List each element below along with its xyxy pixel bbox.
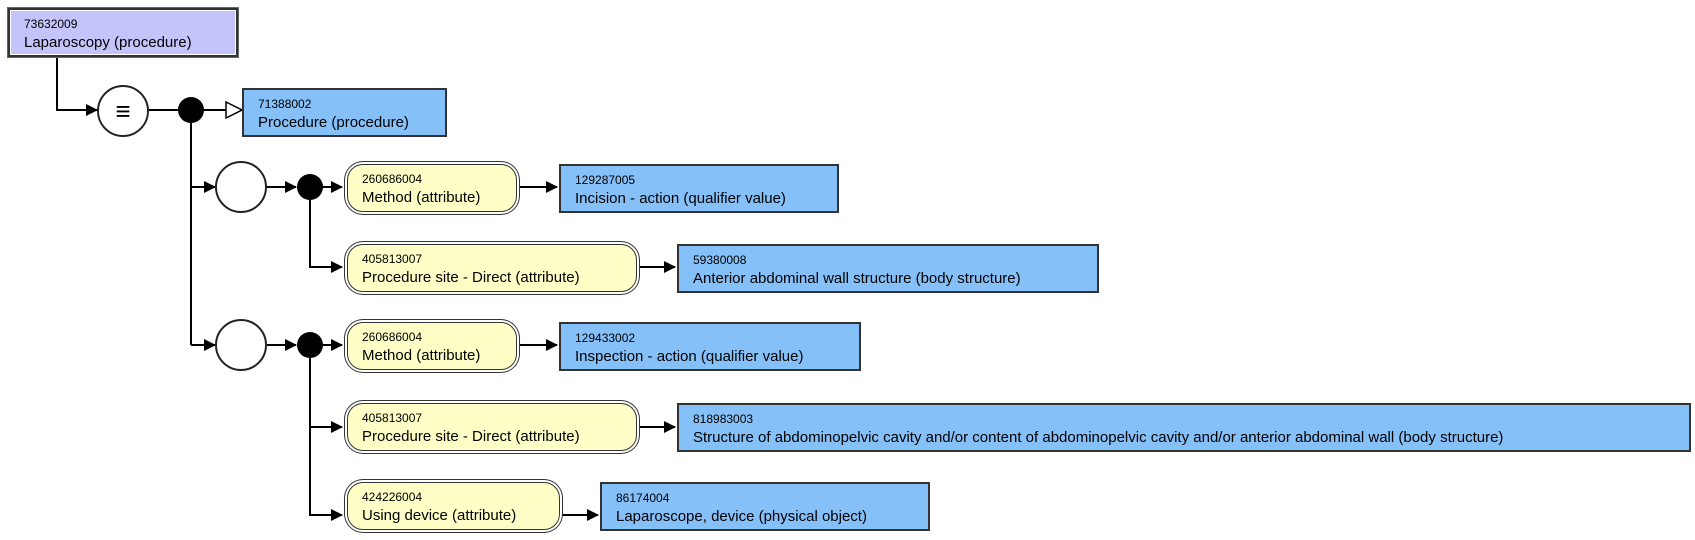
value-sctid: 818983003 — [693, 412, 754, 426]
g1-value-1-box[interactable]: 129287005 Incision - action (qualifier v… — [559, 164, 839, 213]
attribute-term: Procedure site - Direct (attribute) — [362, 428, 580, 445]
value-term: Anterior abdominal wall structure (body … — [693, 270, 1021, 287]
g2-attribute-3-box[interactable]: 424226004 Using device (attribute) — [347, 482, 560, 530]
attribute-term: Method (attribute) — [362, 347, 481, 364]
focus-concept-box[interactable]: 73632009 Laparoscopy (procedure) — [7, 7, 239, 58]
parent-concept-sctid: 71388002 — [258, 97, 312, 111]
parent-concept-term: Procedure (procedure) — [258, 114, 409, 131]
value-term: Structure of abdominopelvic cavity and/o… — [693, 429, 1504, 446]
value-sctid: 59380008 — [693, 253, 747, 267]
attribute-sctid: 260686004 — [362, 330, 423, 344]
focus-concept-term: Laparoscopy (procedure) — [24, 34, 192, 51]
value-sctid: 129433002 — [575, 331, 636, 345]
attribute-sctid: 405813007 — [362, 252, 423, 266]
g2-attribute-1-box[interactable]: 260686004 Method (attribute) — [347, 322, 517, 370]
attribute-sctid: 405813007 — [362, 411, 423, 425]
g1-value-2-box[interactable]: 59380008 Anterior abdominal wall structu… — [677, 244, 1099, 293]
attribute-term: Procedure site - Direct (attribute) — [362, 269, 580, 286]
g2-value-1-box[interactable]: 129433002 Inspection - action (qualifier… — [559, 322, 861, 371]
attribute-term: Using device (attribute) — [362, 507, 517, 524]
attribute-group-1-conjunction — [297, 174, 323, 200]
value-term: Inspection - action (qualifier value) — [575, 348, 804, 365]
g2-attr-trunk-line — [309, 345, 343, 521]
attribute-group-1-circle — [215, 161, 267, 213]
g1-attribute-2-box[interactable]: 405813007 Procedure site - Direct (attri… — [347, 244, 637, 292]
equivalence-operator: ≡ — [97, 85, 149, 137]
focus-to-definition-line — [56, 57, 98, 116]
attribute-group-2-conjunction — [297, 332, 323, 358]
g1-attribute-1-box[interactable]: 260686004 Method (attribute) — [347, 164, 517, 212]
equivalence-symbol: ≡ — [115, 96, 131, 126]
attribute-term: Method (attribute) — [362, 189, 481, 206]
g2-value-2-box[interactable]: 818983003 Structure of abdominopelvic ca… — [677, 403, 1691, 452]
g1-attr2-line — [309, 187, 343, 273]
focus-concept-sctid: 73632009 — [24, 17, 78, 31]
value-sctid: 86174004 — [616, 491, 670, 505]
conjunction-dot — [178, 97, 204, 123]
value-term: Laparoscope, device (physical object) — [616, 508, 867, 525]
value-sctid: 129287005 — [575, 173, 636, 187]
value-term: Incision - action (qualifier value) — [575, 190, 786, 207]
attribute-sctid: 260686004 — [362, 172, 423, 186]
attribute-group-2-circle — [215, 319, 267, 371]
g2-value-3-box[interactable]: 86174004 Laparoscope, device (physical o… — [600, 482, 930, 531]
g2-attribute-2-box[interactable]: 405813007 Procedure site - Direct (attri… — [347, 403, 637, 451]
parent-concept-box[interactable]: 71388002 Procedure (procedure) — [242, 88, 447, 137]
attribute-sctid: 424226004 — [362, 490, 423, 504]
